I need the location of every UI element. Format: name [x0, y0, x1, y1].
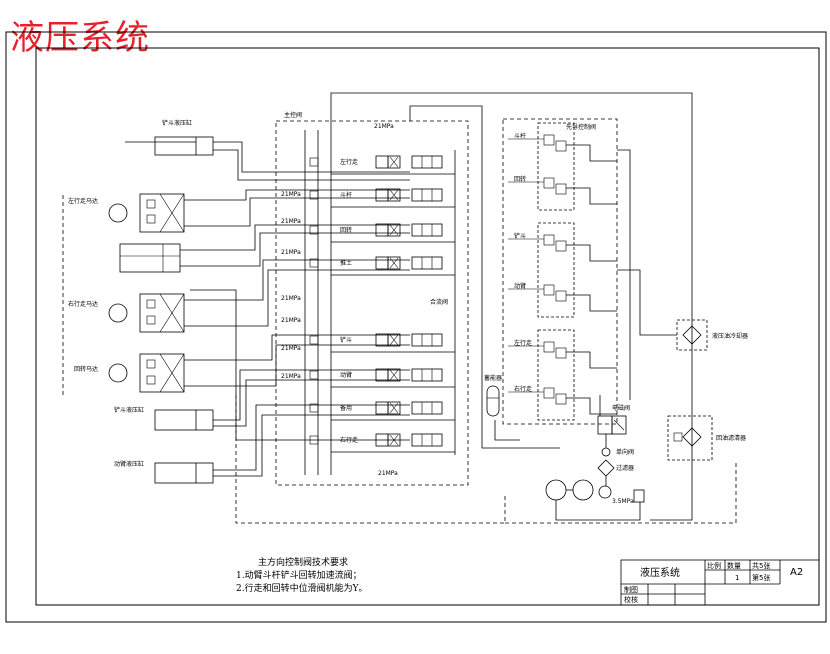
solenoid-valve: [597, 415, 627, 435]
pilot-label: 动臂: [514, 282, 526, 290]
title-block-scale-label: 比例: [707, 561, 721, 570]
title-block-qty-label: 数量: [727, 561, 741, 570]
relief-pressure-label: 21MPa: [281, 317, 301, 324]
pilot-label: 铲斗: [514, 232, 526, 240]
label-right-travel-motor: 右行走马达: [68, 300, 98, 308]
bucket-cylinder-top: [125, 136, 214, 156]
title-block-size: A2: [790, 567, 803, 578]
label-pilot-pressure: 3.5MPa: [612, 498, 634, 505]
return-filter: [667, 415, 713, 461]
pilot-valve-boundary: [502, 118, 618, 425]
relief-pressure-label: 21MPa: [378, 470, 398, 477]
title-block-sheet-no: 第5张: [752, 573, 770, 582]
label-bucket-cyl-top: 铲斗液压缸: [162, 119, 192, 127]
title-block-qty: 1: [735, 574, 739, 582]
main-valve-boundary: [275, 120, 469, 486]
section-label: 右行走: [340, 436, 358, 444]
relief-pressure-label: 21MPa: [281, 191, 301, 198]
accumulator: [486, 385, 500, 417]
section-label: 备用: [340, 404, 352, 412]
label-solenoid-valve: 电磁阀: [612, 404, 630, 412]
section-label: 推土: [340, 259, 352, 267]
label-check-valve: 单向阀: [616, 448, 634, 456]
drain-line-bottom: [235, 395, 506, 524]
check-valve: [601, 447, 611, 457]
title-block: [620, 559, 820, 606]
label-swing-motor: 回转马达: [74, 365, 98, 373]
pilot-supply-line: [409, 105, 560, 449]
middle-cylinder: [119, 243, 181, 273]
section-label: 斗杆: [340, 191, 352, 199]
main-spool-section: 右行走: [309, 433, 455, 453]
outer-frame: [5, 31, 827, 623]
section-label: 铲斗: [340, 336, 352, 344]
main-spool-section: 左行走: [309, 155, 455, 175]
label-left-travel-motor: 左行走马达: [68, 197, 98, 205]
left-travel-motor: [108, 193, 185, 233]
label-cooler: 液压油冷却器: [712, 332, 748, 340]
notes-heading: 主方向控制阀技术要求: [258, 556, 348, 568]
title-block-sheet-total: 共5张: [752, 561, 770, 570]
section-label: 左行走: [340, 158, 358, 166]
return-line-top: [330, 92, 693, 521]
label-pilot-valve: 先导控制阀: [566, 123, 596, 131]
main-spool-section: 铲斗: [309, 333, 455, 353]
main-spool-section: 备用: [309, 401, 455, 421]
section-label: 动臂: [340, 371, 352, 379]
title-block-drawn: 制图: [624, 585, 638, 594]
label-boom-cyl: 动臂液压缸: [114, 460, 144, 468]
pilot-label: 斗杆: [514, 132, 526, 140]
pilot-label: 回转: [514, 175, 526, 183]
section-label: 回转: [340, 226, 352, 234]
title-block-name: 液压系统: [640, 566, 680, 579]
swing-motor: [108, 353, 185, 393]
relief-pressure-label: 21MPa: [281, 373, 301, 380]
main-spool-section: 动臂: [309, 368, 455, 388]
bucket-cylinder: [154, 409, 214, 431]
relief-pressure-label: 21MPa: [281, 249, 301, 256]
drain-line-right: [505, 460, 737, 524]
main-spool-section: 斗杆: [309, 188, 455, 208]
inner-frame: [35, 47, 820, 606]
main-spool-section: 推土: [309, 256, 455, 276]
label-return-filter: 回油滤清器: [716, 434, 746, 442]
relief-pressure-label: 21MPa: [281, 295, 301, 302]
relief-pressure-label: 21MPa: [281, 345, 301, 352]
hose-bundle: [180, 141, 410, 477]
pilot-label: 右行走: [514, 385, 532, 393]
pumps: [545, 479, 645, 503]
main-spool-section: 回转: [309, 223, 455, 243]
right-travel-motor: [108, 293, 185, 333]
label-filter: 过滤器: [616, 464, 634, 472]
notes-line-2: 2.行走和回转中位滑阀机能为Y。: [236, 582, 368, 594]
boom-cylinder: [154, 462, 214, 484]
relief-pressure-label: 21MPa: [281, 218, 301, 225]
pilot-label: 左行走: [514, 339, 532, 347]
relief-pressure-label: 21MPa: [374, 123, 394, 130]
label-main-valve: 主控阀: [284, 111, 302, 119]
label-flow-merge-valve: 合流阀: [430, 298, 448, 306]
filter: [597, 459, 615, 477]
title-block-checked: 校核: [624, 595, 638, 604]
label-bucket-cyl: 铲斗液压缸: [114, 406, 144, 414]
drawing-title: 液压系统: [10, 18, 150, 58]
notes-line-1: 1.动臂斗杆铲斗回转加速流阀；: [236, 569, 362, 581]
label-accumulator: 蓄能器: [484, 374, 502, 382]
